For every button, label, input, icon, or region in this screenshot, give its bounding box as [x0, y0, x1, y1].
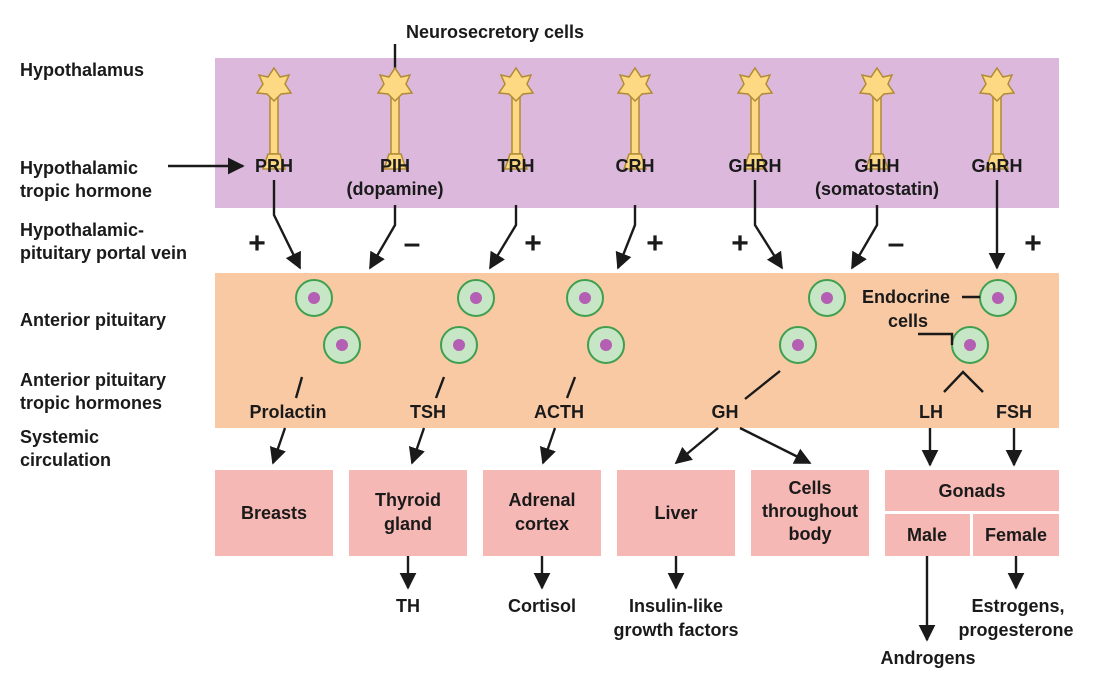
output-igf-1: Insulin-like [629, 596, 723, 616]
hormone-gnrh: GnRH [972, 156, 1023, 176]
endocrine-cell [295, 279, 333, 317]
row-label-hypothalamus: Hypothalamus [20, 60, 144, 80]
target-adrenal-2: cortex [515, 514, 569, 534]
sign-pih: – [404, 227, 421, 260]
row-label-ap-tropic-1: Anterior pituitary [20, 370, 166, 390]
arrow-to-thyroid [408, 427, 426, 465]
target-box-thyroid [349, 470, 467, 556]
row-label-anterior-pituitary: Anterior pituitary [20, 310, 166, 330]
ap-hormone-tsh: TSH [410, 402, 446, 422]
target-adrenal-1: Adrenal [508, 490, 575, 510]
target-box-male [885, 514, 970, 556]
connector-gh [744, 370, 781, 400]
sign-trh: + [524, 227, 542, 260]
ap-hormone-acth: ACTH [534, 402, 584, 422]
arrow-prh [272, 180, 302, 270]
target-box-liver [617, 470, 735, 556]
target-liver: Liver [654, 503, 697, 523]
arrow-to-adrenal [539, 427, 557, 465]
target-breasts: Breasts [241, 503, 307, 523]
row-label-systemic-1: Systemic [20, 427, 99, 447]
output-estrogens-2: progesterone [958, 620, 1073, 640]
hormone-prh: PRH [255, 156, 293, 176]
endocrine-cell [457, 279, 495, 317]
endocrine-cell [323, 326, 361, 364]
connector-prolactin [294, 376, 304, 399]
target-box-body-cells [751, 470, 869, 556]
hormone-trh: TRH [498, 156, 535, 176]
target-female: Female [985, 525, 1047, 545]
row-label-hypothalamic-tropic-1: Hypothalamic [20, 158, 138, 178]
neurosecretory-cells-label: Neurosecretory cells [406, 22, 584, 42]
output-cortisol: Cortisol [508, 596, 576, 616]
arrow-to-liver [674, 427, 719, 465]
target-cells-2: throughout [762, 501, 858, 521]
target-box-female [973, 514, 1059, 556]
sign-gnrh: + [1024, 227, 1042, 260]
endocrine-cells-label-1: Endocrine [862, 287, 950, 307]
ap-hormone-gh: GH [712, 402, 739, 422]
sign-ghrh: + [731, 227, 749, 260]
row-label-portal-1: Hypothalamic- [20, 220, 144, 240]
arrow-to-body-cells [739, 426, 812, 465]
hormone-pih-sub: (dopamine) [347, 179, 444, 199]
endocrine-cell [779, 326, 817, 364]
hormone-pih: PIH [380, 156, 410, 176]
output-igf-2: growth factors [613, 620, 738, 640]
arrow-crh [615, 205, 637, 270]
hormone-ghih-sub: (somatostatin) [815, 179, 939, 199]
row-label-hypothalamic-tropic-2: tropic hormone [20, 181, 152, 201]
ap-hormone-fsh: FSH [996, 402, 1032, 422]
endocrine-cell [587, 326, 625, 364]
arrow-trh [488, 205, 518, 270]
endocrine-cells-label-2: cells [888, 311, 928, 331]
connector-tsh [434, 376, 446, 399]
target-box-gonads [885, 470, 1059, 511]
arrow-ghrh [753, 180, 784, 270]
arrow-ghih [850, 205, 879, 270]
target-gonads: Gonads [938, 481, 1005, 501]
arrow-to-breasts [269, 427, 287, 465]
target-box-breasts [215, 470, 333, 556]
endocrine-pointer-line-2 [918, 332, 954, 345]
target-thyroid-2: gland [384, 514, 432, 534]
target-cells-3: body [789, 524, 832, 544]
output-th: TH [396, 596, 420, 616]
row-label-systemic-2: circulation [20, 450, 111, 470]
endocrine-cell [979, 279, 1017, 317]
hormone-ghih: GHIH [855, 156, 900, 176]
endocrine-cell [566, 279, 604, 317]
output-androgens: Androgens [880, 648, 975, 668]
connector-lh-fsh [943, 370, 984, 393]
sign-prh: + [248, 227, 266, 260]
endocrine-cell [440, 326, 478, 364]
output-estrogens-1: Estrogens, [971, 596, 1064, 616]
endocrine-cell [808, 279, 846, 317]
target-box-adrenal [483, 470, 601, 556]
sign-crh: + [646, 227, 664, 260]
target-male: Male [907, 525, 947, 545]
ap-hormone-lh: LH [919, 402, 943, 422]
hormone-ghrh: GHRH [729, 156, 782, 176]
endocrine-cell [951, 326, 989, 364]
row-label-ap-tropic-2: tropic hormones [20, 393, 162, 413]
target-cells-1: Cells [788, 478, 831, 498]
target-thyroid-1: Thyroid [375, 490, 441, 510]
ap-hormone-prolactin: Prolactin [249, 402, 326, 422]
connector-acth [565, 376, 577, 399]
row-label-portal-2: pituitary portal vein [20, 243, 187, 263]
arrow-pih [368, 205, 397, 270]
hormone-crh: CRH [616, 156, 655, 176]
sign-ghih: – [888, 227, 905, 260]
